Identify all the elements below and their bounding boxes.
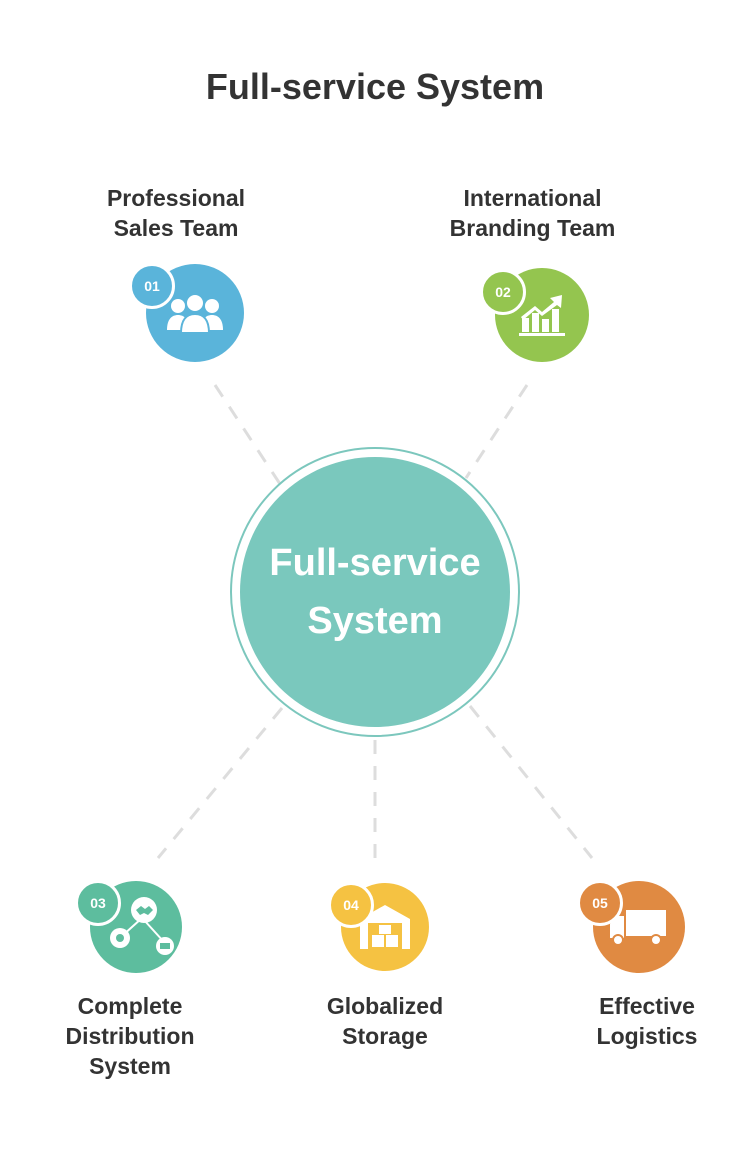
node-label-05: Effective Logistics [596, 993, 698, 1049]
center-hub: Full-service System [240, 457, 510, 727]
node-badge-02: 02 [480, 269, 526, 315]
connector-line-05 [468, 705, 594, 859]
node-circle-03 [90, 881, 182, 973]
connector-line-02 [464, 384, 529, 479]
node-circle-01 [146, 264, 244, 362]
node-badge-05: 05 [577, 880, 623, 926]
node-label-02: International Branding Team [449, 185, 616, 241]
node-badge-03: 03 [75, 880, 121, 926]
node-label-01: Professional Sales Team [106, 185, 246, 241]
node-badge-04: 04 [328, 882, 374, 928]
team-icon [167, 293, 223, 334]
distribution-network-icon [110, 897, 174, 955]
delivery-truck-icon [610, 910, 666, 946]
warehouse-icon [360, 905, 410, 949]
connector-line-03 [156, 707, 284, 859]
node-label-04: Globalized Storage [326, 993, 444, 1049]
growth-chart-icon [519, 295, 565, 336]
node-label-03: Complete Distribution System [65, 993, 195, 1079]
page-title: Full-service System [205, 66, 545, 107]
center-ring [230, 447, 520, 737]
node-badge-01: 01 [129, 263, 175, 309]
node-circle-05 [593, 881, 685, 973]
node-circle-02 [495, 268, 589, 362]
connector-line-01 [213, 384, 284, 488]
